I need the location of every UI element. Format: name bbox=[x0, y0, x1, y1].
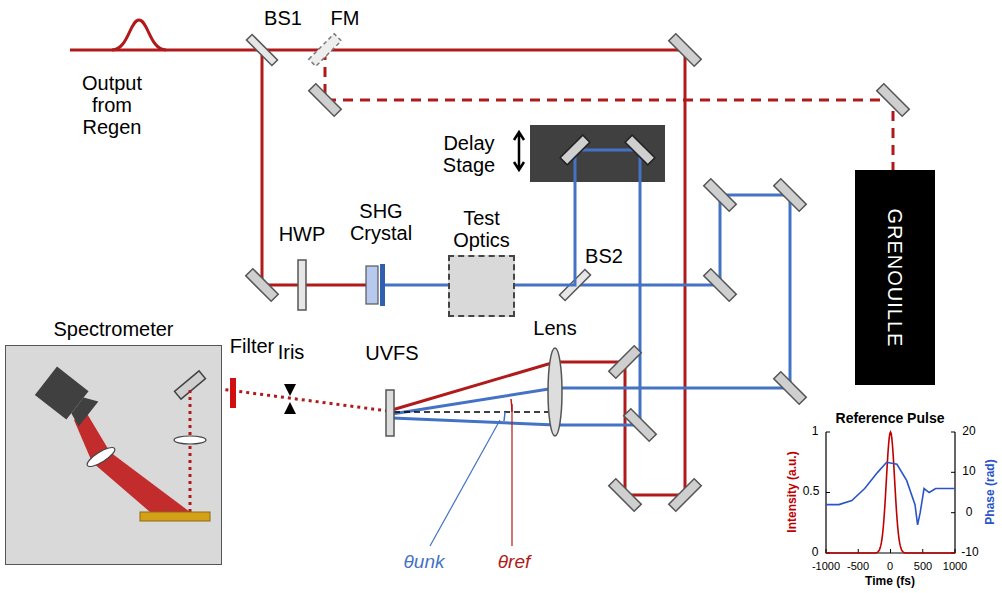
lens bbox=[174, 436, 206, 444]
chart-label: Time (fs) bbox=[865, 575, 915, 588]
chart-label: 1000 bbox=[943, 560, 967, 572]
part-label: HWP bbox=[279, 223, 326, 245]
node-label: Delay Stage bbox=[434, 132, 504, 176]
shg-filter bbox=[380, 264, 385, 306]
detector-box: GRENOUILLE bbox=[855, 170, 935, 385]
lens bbox=[85, 444, 117, 469]
chart-label: 0 bbox=[966, 506, 973, 519]
node-label: GRENOUILLE bbox=[884, 208, 906, 347]
lens bbox=[548, 348, 562, 436]
part-label: SHG Crystal bbox=[344, 200, 419, 244]
node-label: Test Optics bbox=[442, 207, 522, 251]
chart-label: -500 bbox=[847, 560, 869, 572]
chart-label: 0 bbox=[887, 560, 893, 572]
beam-connector bbox=[515, 182, 575, 285]
chart-label: 20 bbox=[962, 425, 975, 438]
waveplate bbox=[298, 260, 306, 310]
blue-beam bbox=[385, 182, 790, 425]
angle-arc bbox=[511, 399, 512, 412]
angle-arc bbox=[504, 412, 505, 421]
part-label: θref bbox=[498, 552, 530, 573]
motion-arrow bbox=[514, 132, 524, 170]
chart-label: 0 bbox=[812, 546, 819, 559]
shg-crystal bbox=[366, 266, 378, 304]
chart-label: 10 bbox=[962, 465, 975, 478]
chart-label: -1000 bbox=[812, 560, 840, 572]
part-label: FM bbox=[331, 7, 360, 29]
part-label: UVFS bbox=[365, 342, 418, 364]
uvfs-plate bbox=[386, 390, 394, 436]
chart-label: 500 bbox=[914, 560, 932, 572]
dispersed-beam bbox=[92, 452, 190, 512]
mirror bbox=[560, 135, 655, 165]
iris-symbol bbox=[284, 384, 296, 414]
spectrometer-box: Spectrometer bbox=[5, 345, 222, 565]
part-label: Filter bbox=[230, 335, 274, 357]
test-optics-box: Test Optics bbox=[448, 255, 515, 317]
dispersed-beam bbox=[74, 412, 110, 462]
mirror bbox=[175, 371, 206, 399]
chart-label: -10 bbox=[961, 546, 978, 559]
chart-label: 0.5 bbox=[803, 485, 820, 498]
leader-line bbox=[430, 420, 500, 546]
part-label: BS2 bbox=[585, 245, 623, 267]
pulse-shape bbox=[112, 20, 166, 50]
part-label: Output from Regen bbox=[67, 72, 157, 138]
chart-label: 1 bbox=[812, 425, 819, 438]
dotted-beam bbox=[189, 390, 192, 512]
blue-beam bbox=[575, 150, 640, 182]
chart-label: Reference Pulse bbox=[836, 411, 945, 426]
mirror bbox=[246, 34, 910, 512]
camera bbox=[35, 367, 100, 429]
inset-chart bbox=[826, 432, 955, 553]
leader-line bbox=[511, 404, 512, 546]
part-label: θunk bbox=[404, 552, 445, 573]
part-label: BS1 bbox=[264, 7, 302, 29]
reference-axis bbox=[394, 411, 548, 413]
part-label: Iris bbox=[278, 341, 305, 363]
part-label: Lens bbox=[533, 317, 576, 339]
flip-mirror bbox=[309, 34, 342, 67]
filter bbox=[230, 378, 236, 408]
delay-stage: Delay Stage bbox=[530, 125, 665, 182]
node-label: Spectrometer bbox=[34, 318, 194, 340]
grating bbox=[140, 512, 210, 521]
chart-label: Intensity (a.u.) bbox=[786, 451, 799, 532]
chart-label: Phase (rad) bbox=[984, 459, 997, 524]
